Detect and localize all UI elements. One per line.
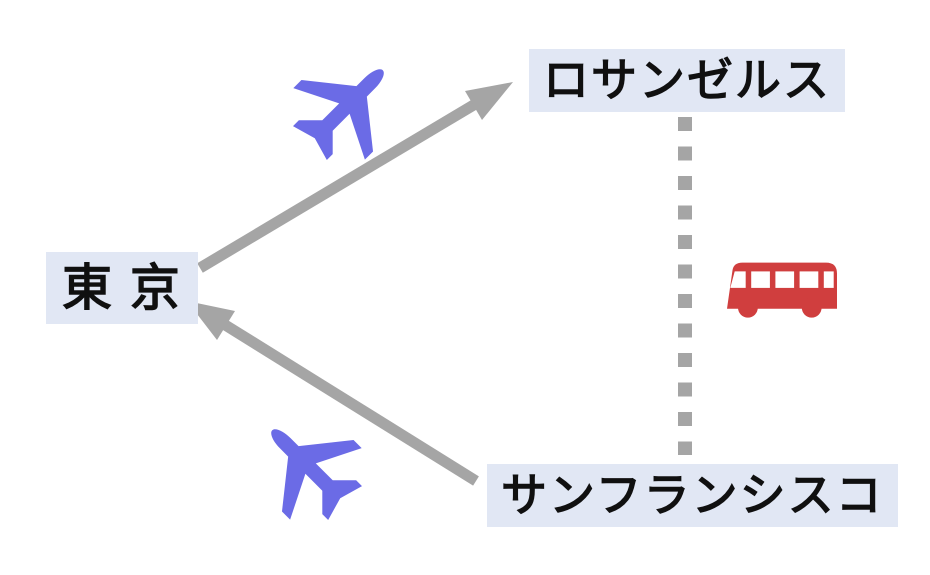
arrow-tokyo-to-la — [197, 82, 513, 273]
arrow-shaft — [219, 318, 479, 486]
bus-icon — [727, 262, 837, 318]
airplane-icon-outbound — [293, 69, 384, 160]
bus-windshield — [730, 271, 746, 288]
bus-wheel — [738, 297, 758, 318]
node-label-san-francisco: サンフランシスコ — [487, 464, 898, 528]
node-label-los-angeles: ロサンゼルス — [529, 49, 845, 113]
arrow-shaft — [197, 98, 480, 273]
bus-wheel — [801, 297, 822, 318]
bus-window — [799, 271, 819, 288]
airplane-icon — [271, 429, 362, 520]
arrow-sf-to-tokyo — [187, 301, 479, 486]
node-label-tokyo: 東 京 — [46, 252, 198, 324]
bus-body — [727, 262, 837, 309]
airplane-icon-return — [271, 429, 362, 520]
arrow-head — [465, 82, 513, 120]
bus-window — [775, 271, 795, 288]
bus-window — [751, 271, 770, 288]
airplane-icon — [293, 69, 384, 160]
bus-window — [823, 271, 834, 288]
